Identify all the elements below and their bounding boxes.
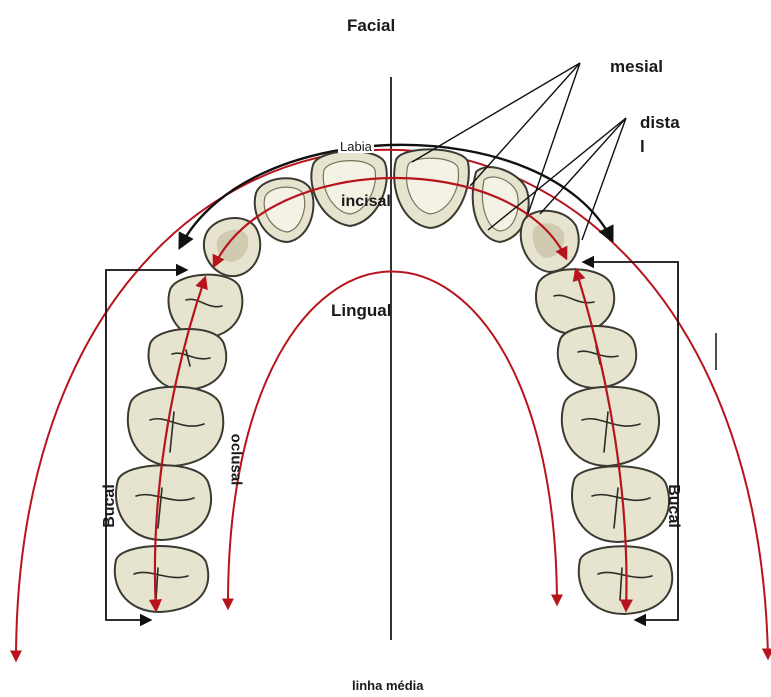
lingual-label: Lingual [331,302,391,319]
labial-label: Labia [338,140,374,153]
molar-left-1 [128,387,223,466]
incisal-label: incisal [341,194,391,210]
canine-right [521,211,579,272]
central-incisor-left [311,151,386,226]
canine-left [204,218,260,276]
premolar-right-1 [536,269,614,334]
bucal-left-label: Bucal [102,484,118,528]
molar-right-1 [562,387,659,466]
lingual-arch-arrow [228,271,557,608]
distal-label-line2: l [640,138,645,155]
linha-media-label: linha média [352,679,424,692]
facial-label: Facial [347,17,395,34]
molar-left-3 [115,546,208,612]
oclusal-label: oclusal [228,434,243,486]
bucal-right-label: Bucal [665,484,681,528]
molar-left-2 [116,465,211,540]
mesial-label: mesial [610,58,663,75]
central-incisor-right [394,149,469,228]
lateral-incisor-left [255,178,314,242]
distal-label-line1: dista [640,114,680,131]
premolar-right-2 [558,326,636,388]
